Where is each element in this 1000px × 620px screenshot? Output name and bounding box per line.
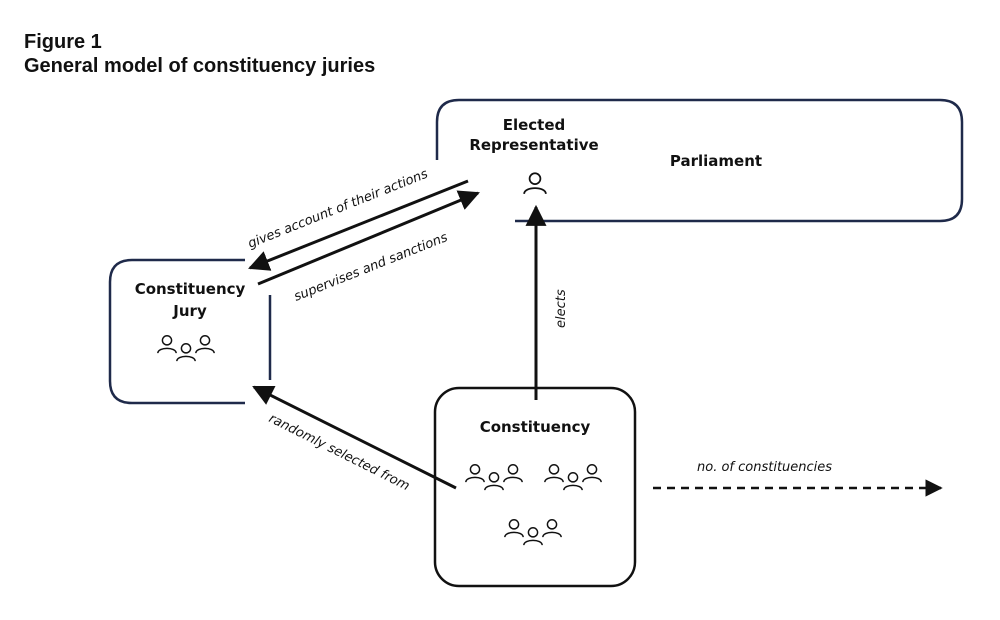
figure-title: General model of constituency juries xyxy=(24,55,376,77)
figure-number: Figure 1 xyxy=(24,31,102,53)
randomly-selected-label: randomly selected from xyxy=(266,411,412,494)
randomly-selected-arrow xyxy=(252,385,457,490)
group-icon xyxy=(545,465,601,490)
representative-label-line2: Representative xyxy=(469,136,598,154)
constituency-label: Constituency xyxy=(480,418,591,436)
group-icon xyxy=(466,465,522,490)
constituencies-label: no. of constituencies xyxy=(697,460,832,475)
parliament-box xyxy=(435,98,964,223)
group-icon xyxy=(158,336,214,361)
elects-label: elects xyxy=(554,289,569,328)
person-icon xyxy=(523,172,547,195)
supervises-arrow xyxy=(257,190,480,286)
gives-account-label: gives account of their actions xyxy=(246,167,430,252)
jury-label-line1: Constituency xyxy=(135,280,246,298)
parliament-label: Parliament xyxy=(670,152,762,170)
gives-account-arrow xyxy=(248,179,469,271)
representative-label-line1: Elected xyxy=(503,116,566,134)
jury-label-line2: Jury xyxy=(172,302,207,320)
figure-title-block: Figure 1 General model of constituency j… xyxy=(24,30,375,78)
group-icon xyxy=(505,520,561,545)
jury-box xyxy=(108,258,245,405)
